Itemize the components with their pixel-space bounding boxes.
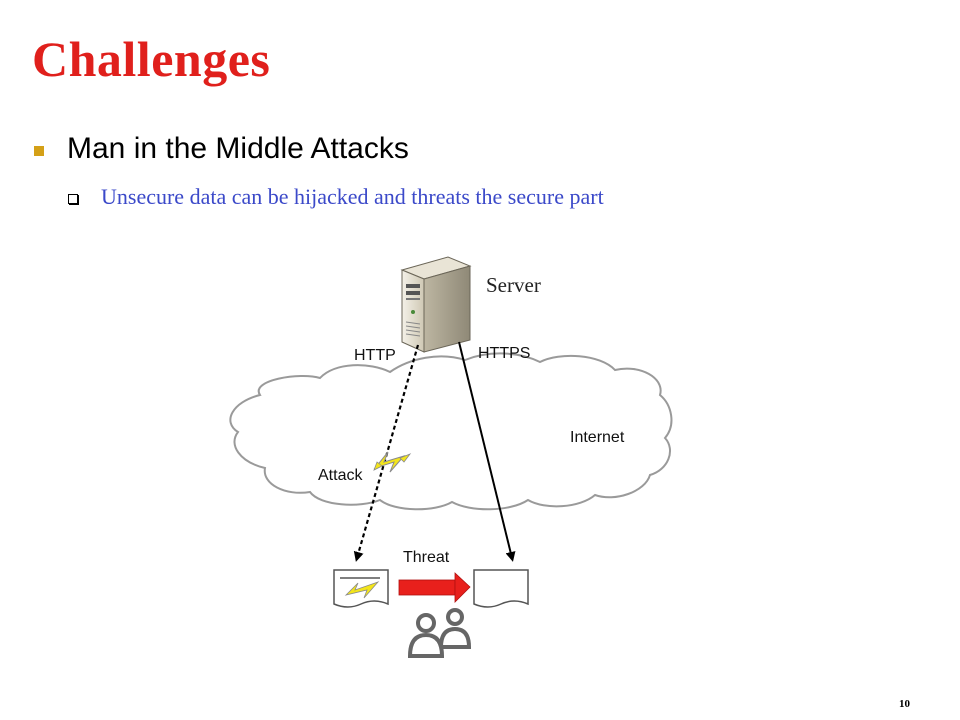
- https-connection-line: [458, 341, 516, 562]
- bullet-text: Man in the Middle Attacks: [67, 132, 409, 165]
- page-number: 10: [899, 698, 910, 710]
- http-label: HTTP: [354, 347, 396, 364]
- internet-label: Internet: [570, 429, 625, 446]
- sub-bullet-text: Unsecure data can be hijacked and threat…: [101, 184, 604, 209]
- https-label: HTTPS: [478, 345, 530, 362]
- bullet-square-icon: [34, 146, 44, 156]
- http-connection-line: [353, 344, 420, 562]
- users-icon: [407, 608, 472, 658]
- slide-title: Challenges: [32, 31, 271, 87]
- arrow-right-icon: [398, 572, 471, 603]
- server-label: Server: [486, 273, 541, 297]
- attack-label: Attack: [318, 467, 363, 484]
- sub-bullet-item: Unsecure data can be hijacked and threat…: [68, 184, 604, 210]
- lightning-icon: [373, 451, 412, 473]
- checkbox-bullet-icon: [68, 194, 78, 204]
- server-icon: [400, 256, 472, 353]
- secure-document-icon: [473, 569, 529, 608]
- bullet-item: Man in the Middle Attacks: [34, 132, 409, 166]
- compromised-document-icon: [333, 569, 389, 608]
- cloud-icon: [229, 352, 673, 511]
- threat-label: Threat: [403, 549, 450, 566]
